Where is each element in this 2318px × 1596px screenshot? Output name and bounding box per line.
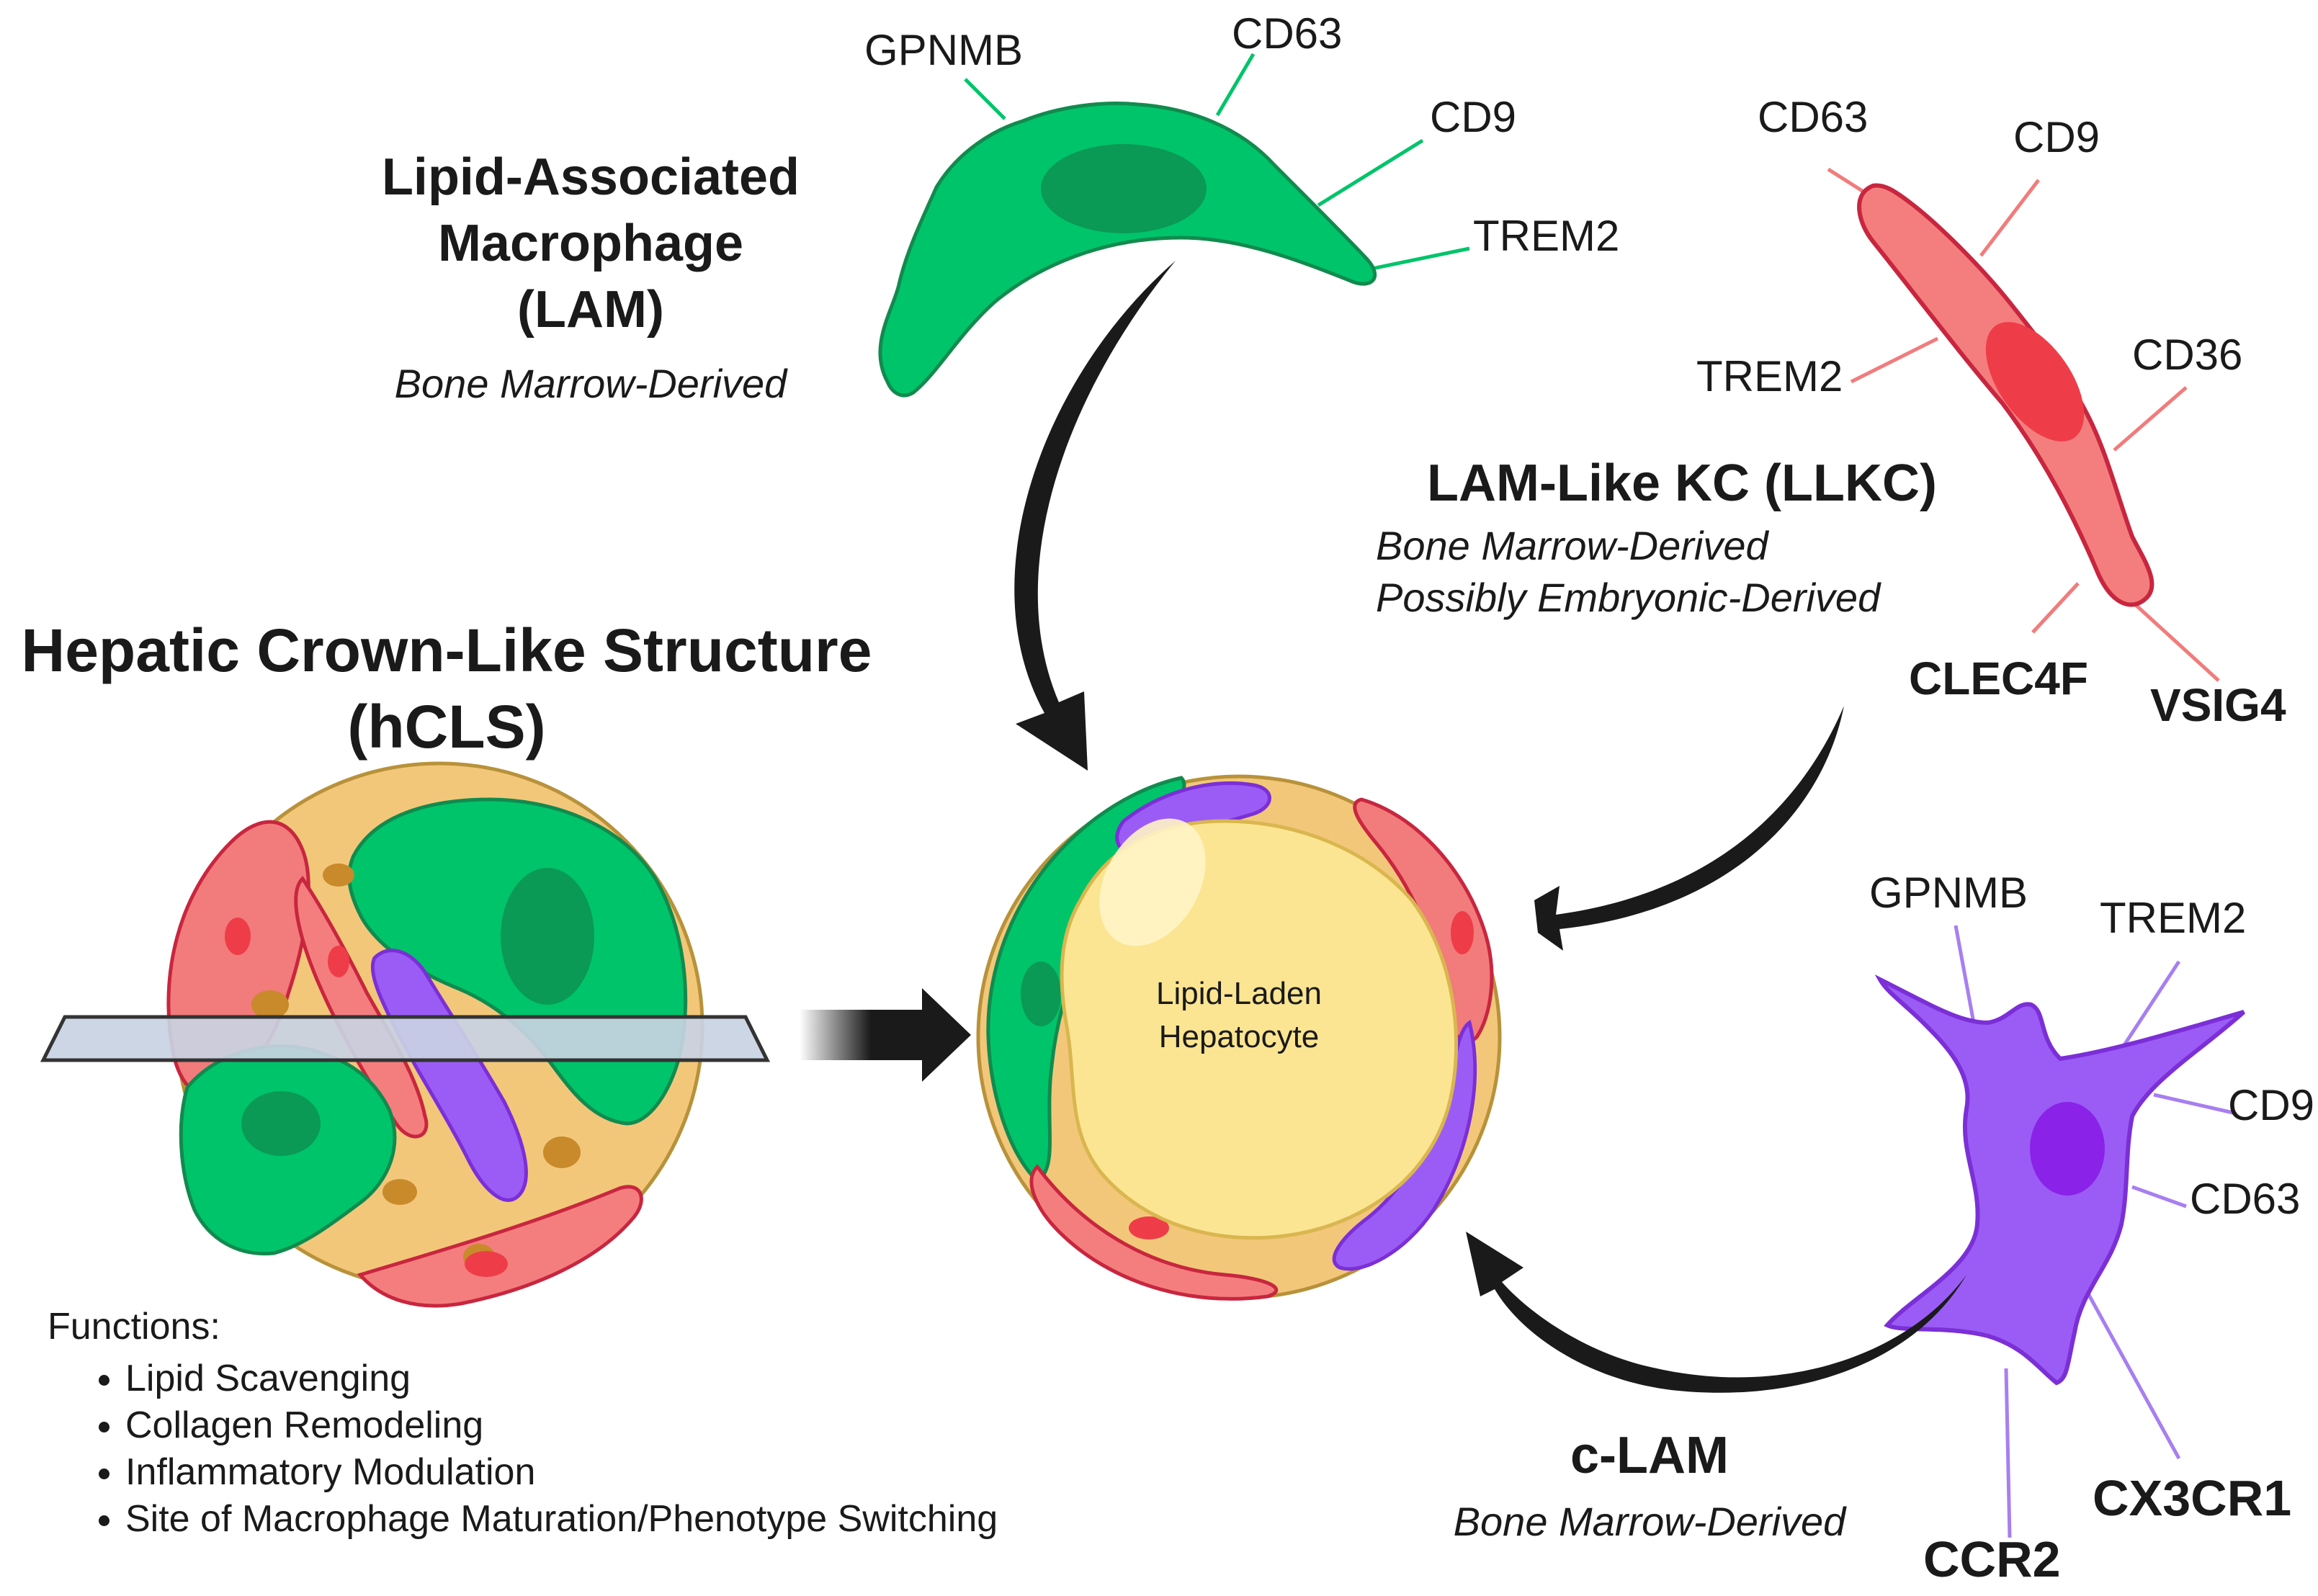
clam-marker-cd63: CD63 <box>2190 1175 2301 1223</box>
llkc-marker-vsig4: VSIG4 <box>2150 679 2286 731</box>
lam-title-line-1: Lipid-Associated <box>381 148 800 206</box>
hepatocyte-structure <box>976 774 1502 1301</box>
llkc-origin: Bone Marrow-Derived Possibly Embryonic-D… <box>1376 520 1880 624</box>
clam-marker-gpnmb: GPNMB <box>1869 869 2028 917</box>
lam-cell <box>878 53 1470 398</box>
hcls-title-line-1: Hepatic Crown-Like Structure <box>21 617 872 684</box>
hepatocyte-label-line-2: Hepatocyte <box>1158 1019 1320 1054</box>
hcls-structure <box>40 761 771 1308</box>
arrow-clam-to-hepatocyte <box>1466 1232 1966 1393</box>
llkc-marker-trem2: TREM2 <box>1696 352 1843 400</box>
clam-origin: Bone Marrow-Derived <box>1453 1499 1846 1544</box>
function-item: Lipid Scavenging <box>125 1355 998 1402</box>
lam-title-line-3: (LAM) <box>517 281 664 339</box>
function-item: Site of Macrophage Maturation/Phenotype … <box>125 1496 998 1543</box>
llkc-origin-line-1: Bone Marrow-Derived <box>1376 523 1768 568</box>
arrow-hcls-to-hepatocyte <box>800 988 971 1082</box>
llkc-origin-line-2: Possibly Embryonic-Derived <box>1376 575 1881 620</box>
clam-marker-ccr2: CCR2 <box>1923 1531 2061 1587</box>
lam-origin: Bone Marrow-Derived <box>394 361 787 406</box>
clam-cell <box>1874 925 2246 1538</box>
lam-marker-cd9: CD9 <box>1430 93 1517 141</box>
lam-marker-gpnmb: GPNMB <box>864 26 1024 74</box>
hepatocyte-label-line-1: Lipid-Laden <box>1156 976 1322 1011</box>
lam-title-line-2: Macrophage <box>437 215 744 272</box>
hcls-functions: Functions: Lipid Scavenging Collagen Rem… <box>48 1305 998 1543</box>
functions-heading: Functions: <box>48 1306 220 1348</box>
llkc-marker-clec4f: CLEC4F <box>1909 653 2088 704</box>
lam-marker-trem2: TREM2 <box>1473 212 1620 260</box>
llkc-title: LAM-Like KC (LLKC) <box>1427 454 1937 512</box>
arrow-lam-to-hepatocyte <box>1014 261 1176 771</box>
llkc-cell <box>1827 167 2220 682</box>
clam-title: c-LAM <box>1570 1427 1729 1484</box>
lam-marker-cd63: CD63 <box>1232 9 1343 58</box>
hcls-title-line-2: (hCLS) <box>347 693 546 761</box>
clam-marker-cd9: CD9 <box>2228 1081 2315 1129</box>
clam-marker-trem2: TREM2 <box>2100 894 2247 942</box>
llkc-marker-cd9: CD9 <box>2013 113 2100 161</box>
functions-list: Lipid Scavenging Collagen Remodeling Inf… <box>48 1355 998 1543</box>
arrow-llkc-to-hepatocyte <box>1534 706 1844 951</box>
hepatocyte-label: Lipid-Laden Hepatocyte <box>1124 972 1354 1059</box>
function-item: Inflammatory Modulation <box>125 1449 998 1496</box>
clam-marker-cx3cr1: CX3CR1 <box>2093 1470 2292 1526</box>
llkc-marker-cd36: CD36 <box>2132 331 2243 379</box>
llkc-marker-cd63: CD63 <box>1758 93 1869 141</box>
hcls-title: Hepatic Crown-Like Structure (hCLS) <box>0 612 893 765</box>
lam-title: Lipid-Associated Macrophage (LAM) <box>375 144 807 343</box>
function-item: Collagen Remodeling <box>125 1402 998 1449</box>
